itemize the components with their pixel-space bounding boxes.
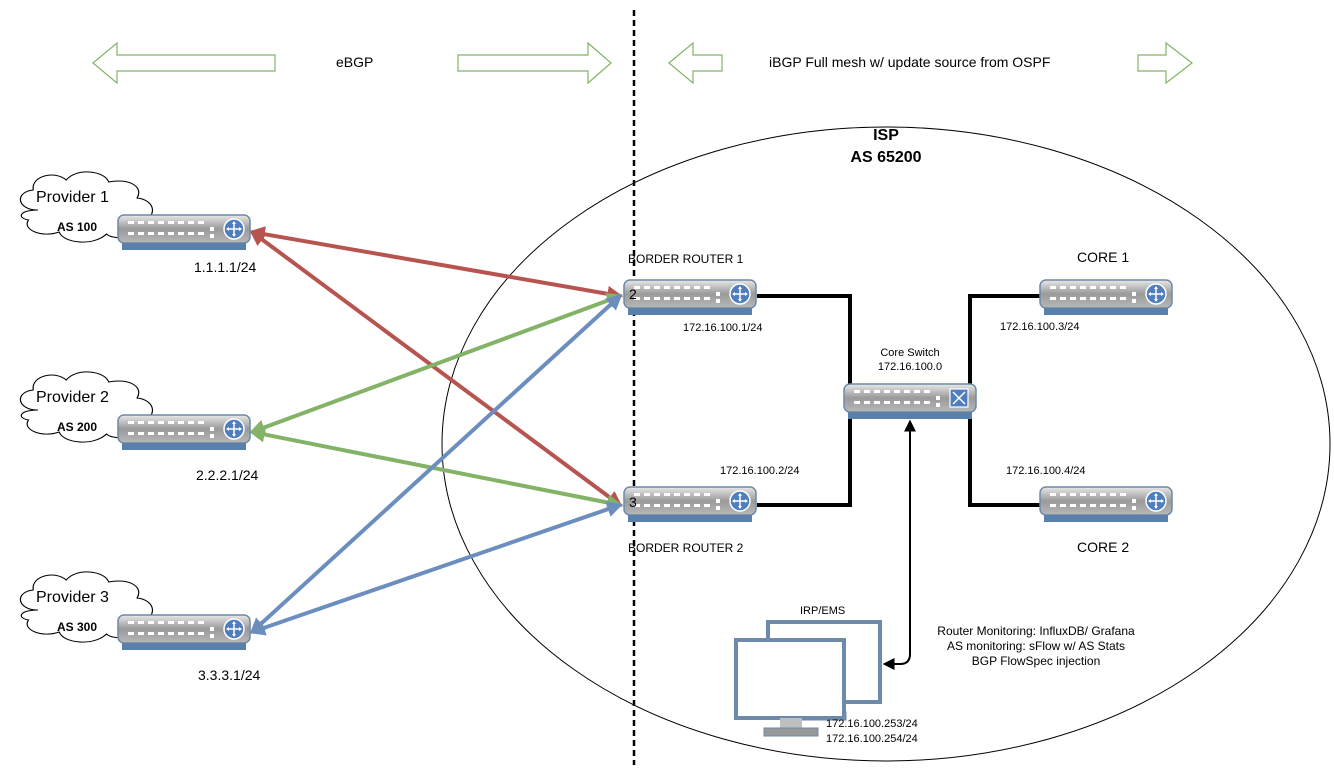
- provider-3-ip: 3.3.3.1/24: [198, 667, 260, 683]
- monitor-icon: [734, 638, 846, 737]
- isp-title: ISP: [873, 127, 899, 144]
- border-router-2: 172.16.100.2/24 3 BORDER ROUTER 2: [623, 465, 800, 555]
- link-p3-br2: [248, 501, 624, 636]
- switch-icon: [843, 383, 977, 420]
- ibgp-right-arrow-icon: [1137, 41, 1193, 85]
- router-icon: [1039, 279, 1173, 316]
- border-router-1-num: 2: [629, 286, 637, 302]
- provider-1-as: AS 100: [57, 220, 97, 234]
- core-1-ip: 172.16.100.3/24: [1000, 321, 1080, 333]
- irp-ems: IRP/EMS 172.16.100.253/24 172.16.100.254…: [734, 605, 918, 745]
- router-icon: [117, 214, 251, 251]
- router-icon: [1039, 486, 1173, 523]
- router-icon: [117, 614, 251, 651]
- core-2-name: CORE 2: [1077, 539, 1129, 555]
- provider-3-as: AS 300: [57, 620, 97, 634]
- monitoring-notes: Router Monitoring: InfluxDB/ Grafana AS …: [937, 624, 1135, 668]
- provider-3-name: Provider 3: [36, 589, 109, 606]
- core-switch-name: Core Switch: [880, 347, 939, 359]
- router-icon: [117, 414, 251, 451]
- monitoring-line-3: BGP FlowSpec injection: [972, 654, 1101, 668]
- provider-2: Provider 2 AS 200 2.2.2.1/24: [19, 371, 258, 483]
- border-router-2-ip: 172.16.100.2/24: [720, 465, 800, 477]
- core-switch-ip: 172.16.100.0: [878, 361, 942, 373]
- provider-2-as: AS 200: [57, 420, 97, 434]
- border-router-2-name: BORDER ROUTER 2: [628, 541, 744, 555]
- border-router-1: BORDER ROUTER 1 2 172.16.100.1/24: [623, 252, 763, 334]
- link-p2-br1: [248, 292, 624, 436]
- router-icon: [623, 486, 757, 523]
- router-icon: [623, 279, 757, 316]
- ebgp-label: eBGP: [336, 54, 373, 70]
- provider-1: Provider 1 AS 100 1.1.1.1/24: [19, 171, 256, 275]
- link-p2-br2: [248, 426, 624, 511]
- irp-ip-2: 172.16.100.254/24: [826, 733, 918, 745]
- link-p1-br1: [248, 226, 624, 302]
- isp-as: AS 65200: [850, 149, 921, 166]
- monitoring-line-2: AS monitoring: sFlow w/ AS Stats: [947, 639, 1125, 653]
- ebgp-right-arrow-icon: [457, 41, 612, 85]
- core-2-ip: 172.16.100.4/24: [1006, 465, 1086, 477]
- monitoring-link: [882, 419, 916, 670]
- irp-ip-1: 172.16.100.253/24: [826, 718, 918, 730]
- border-router-2-num: 3: [629, 494, 637, 510]
- provider-1-ip: 1.1.1.1/24: [194, 259, 256, 275]
- provider-3: Provider 3 AS 300 3.3.3.1/24: [19, 571, 260, 683]
- core-2: 172.16.100.4/24 CORE 2: [1006, 465, 1173, 555]
- core-switch: Core Switch 172.16.100.0: [843, 347, 977, 420]
- ibgp-label: iBGP Full mesh w/ update source from OSP…: [769, 54, 1050, 70]
- core-1-name: CORE 1: [1077, 249, 1129, 265]
- ebgp-left-arrow-icon: [92, 41, 276, 85]
- border-router-1-name: BORDER ROUTER 1: [628, 252, 744, 266]
- provider-1-name: Provider 1: [36, 189, 109, 206]
- ibgp-left-arrow-icon: [668, 41, 723, 85]
- provider-2-ip: 2.2.2.1/24: [196, 467, 258, 483]
- isp-boundary: [441, 126, 1331, 762]
- irp-name: IRP/EMS: [800, 605, 845, 617]
- bgp-links: [248, 226, 624, 636]
- monitoring-line-1: Router Monitoring: InfluxDB/ Grafana: [937, 624, 1135, 638]
- border-router-1-ip: 172.16.100.1/24: [683, 322, 763, 334]
- provider-2-name: Provider 2: [36, 389, 109, 406]
- core-1: CORE 1 172.16.100.3/24: [1000, 249, 1173, 333]
